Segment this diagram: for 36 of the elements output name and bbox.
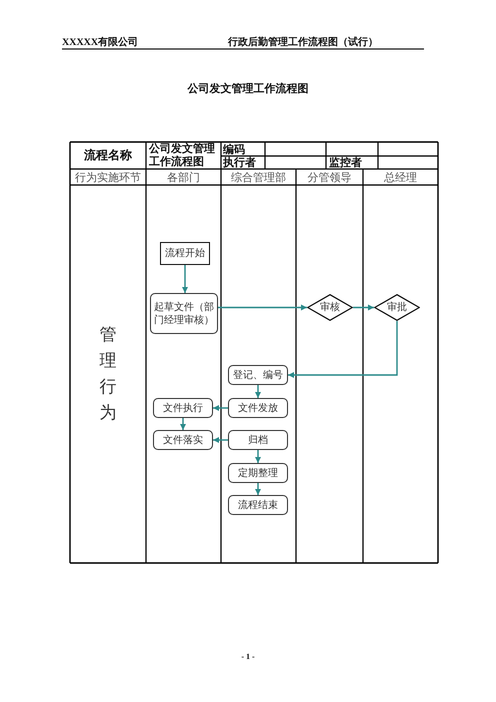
lane-header: 各部门 [167, 170, 200, 184]
process-box: 定期整理 [228, 463, 288, 483]
row-label: 管理行为 [100, 324, 116, 424]
field-label: 监控者 [329, 156, 362, 170]
field-label: 流程名称 [84, 147, 132, 164]
lane-header: 综合管理部 [231, 170, 286, 184]
process-box: 文件发放 [228, 398, 288, 418]
connector-arrow [255, 483, 261, 495]
start-box: 流程开始 [160, 242, 210, 265]
decision-diamond: 审批 [374, 294, 420, 321]
field-label: 编码 [223, 142, 245, 156]
process-box: 起草文件（部门经理审核） [150, 293, 218, 334]
field-value: 公司发文管理工作流程图 [149, 142, 216, 168]
connector-arrow [213, 437, 228, 443]
connector-arrow [288, 321, 398, 378]
document-header: 行政后勤管理工作流程图（试行） [228, 35, 378, 49]
lane-header: 分管领导 [308, 170, 352, 184]
connector-arrow [353, 304, 374, 310]
process-box: 流程结束 [228, 495, 288, 515]
process-box: 归档 [228, 430, 288, 450]
connector-arrow [218, 304, 307, 310]
lane-header: 总经理 [384, 170, 417, 184]
page-number: - 1 - [241, 652, 255, 660]
connector-arrow [180, 418, 186, 430]
company-header: XXXXX有限公司 [62, 36, 138, 49]
process-box: 文件落实 [153, 430, 213, 450]
field-label: 执行者 [223, 156, 256, 170]
connector-arrow [255, 450, 261, 463]
diagram-title: 公司发文管理工作流程图 [188, 82, 308, 96]
column-header: 行为实施环节 [75, 170, 141, 184]
decision-diamond: 审核 [307, 294, 353, 321]
connector-arrow [255, 385, 261, 398]
connector-arrow [213, 405, 228, 411]
process-box: 文件执行 [153, 398, 213, 418]
process-box: 登记、编号 [228, 365, 288, 385]
connector-arrow [182, 265, 188, 293]
